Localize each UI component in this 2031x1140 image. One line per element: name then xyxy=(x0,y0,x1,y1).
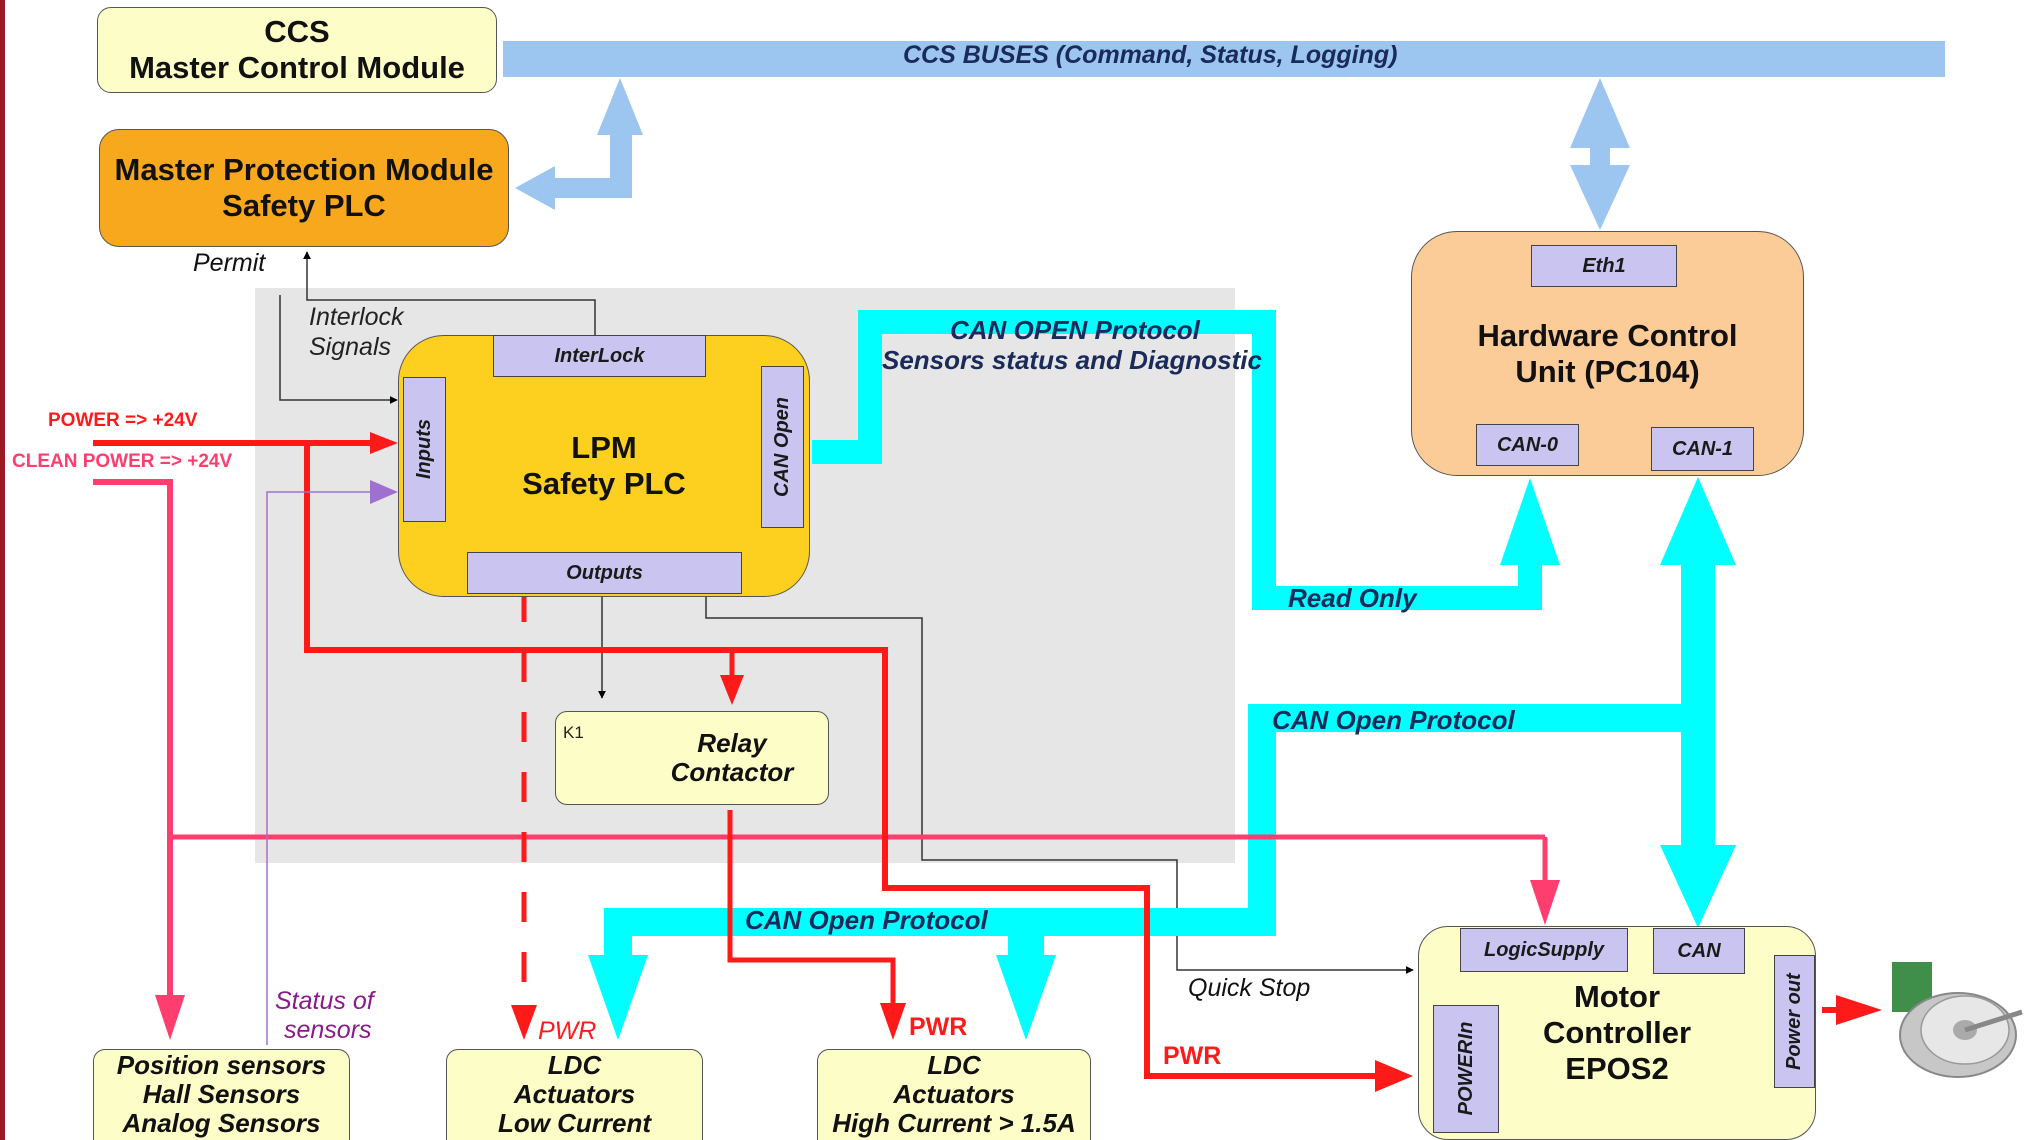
hcu-title: Hardware Control xyxy=(1477,317,1738,353)
pwr-high-label: PWR xyxy=(909,1013,968,1041)
can1-arrowhead-up xyxy=(1660,477,1736,565)
motor-icon xyxy=(1892,962,2023,1078)
ldc-low-current: LDC Actuators Low Current xyxy=(446,1049,703,1140)
clean-power-line xyxy=(93,479,173,998)
can0-arrowhead xyxy=(1500,478,1560,565)
can-diag-path xyxy=(812,310,1542,610)
relay-subtitle: Contactor xyxy=(670,757,794,787)
ldc-high-pwr-arrowhead xyxy=(880,1003,906,1040)
mpm-title: Master Protection Module xyxy=(114,152,494,187)
can-open-ldc-label: CAN Open Protocol xyxy=(745,905,988,935)
can-diag-label-2: Sensors status and Diagnostic xyxy=(882,345,1262,375)
relay-contactor: Relay Contactor xyxy=(555,711,829,805)
interlock-line xyxy=(303,251,596,335)
ccs-buses-label: CCS BUSES (Command, Status, Logging) xyxy=(903,41,1398,69)
ldc-low-pwr-arrowhead xyxy=(511,1005,537,1040)
sensors-box: Position sensors Hall Sensors Analog Sen… xyxy=(93,1049,350,1140)
motor-title: Motor xyxy=(1573,979,1661,1014)
edge-bar xyxy=(0,0,5,1140)
status-line xyxy=(266,491,378,1045)
clean-power-label: CLEAN POWER => +24V xyxy=(12,451,233,472)
hcu-port-can0: CAN-0 xyxy=(1476,424,1579,466)
hcu-port-eth1: Eth1 xyxy=(1531,245,1677,287)
sensors-line-3: Analog Sensors xyxy=(122,1108,321,1138)
ldc-low-line-2: Actuators xyxy=(513,1079,636,1109)
bus-to-mpm-arrow xyxy=(515,115,640,210)
relay-pwr-line xyxy=(727,810,896,1005)
lpm-subtitle: Safety PLC xyxy=(522,466,686,501)
bus-to-mpm-head-top xyxy=(597,78,643,135)
ldc-low-can-arrowhead xyxy=(588,955,648,1040)
lpm-port-can-open: CAN Open xyxy=(761,366,804,528)
ccs-master-control-module: CCS Master Control Module xyxy=(97,7,497,93)
lpm-port-inputs: Inputs xyxy=(403,377,446,522)
motor-port-power-out: Power out xyxy=(1774,955,1815,1088)
lpm-title: LPM xyxy=(571,430,637,465)
pwr-low-label: PWR xyxy=(538,1017,597,1045)
hcu-subtitle: Unit (PC104) xyxy=(1515,353,1700,389)
motor-port-power-in: POWER In xyxy=(1433,1005,1499,1133)
ldc-high-line-3: High Current > 1.5A xyxy=(832,1108,1076,1138)
ldc-high-line-1: LDC xyxy=(927,1050,981,1080)
motor-model: EPOS2 xyxy=(1565,1051,1669,1086)
can-diag-label-1: CAN OPEN Protocol xyxy=(950,315,1200,345)
can-open-motor-label: CAN Open Protocol xyxy=(1272,705,1515,735)
sensors-line-2: Hall Sensors xyxy=(142,1079,301,1109)
interlock-label-1: Interlock xyxy=(309,303,404,331)
ldc-low-line-1: LDC xyxy=(547,1050,602,1080)
relay-feed-arrowhead xyxy=(720,675,744,705)
permit-line xyxy=(279,295,398,404)
status-label-1: Status of xyxy=(275,987,374,1015)
relay-symbol-label: K1 xyxy=(563,723,584,742)
quick-stop-label: Quick Stop xyxy=(1188,974,1311,1002)
hcu-port-can1: CAN-1 xyxy=(1651,427,1754,471)
ccs-subtitle: Master Control Module xyxy=(129,50,465,85)
interlock-label-2: Signals xyxy=(309,333,391,361)
power-label: POWER => +24V xyxy=(48,410,198,431)
can-ldc-path xyxy=(604,704,1698,965)
lpm-port-interlock: InterLock xyxy=(493,335,706,377)
bus-to-hcu-arrow xyxy=(1570,78,1630,230)
status-label-2: sensors xyxy=(284,1016,372,1044)
pwr-motor-label: PWR xyxy=(1163,1042,1222,1070)
ccs-bus-band xyxy=(503,41,1945,77)
power-out-arrowhead xyxy=(1836,995,1882,1025)
ccs-title: CCS xyxy=(264,14,330,49)
sensors-line-1: Position sensors xyxy=(116,1050,327,1080)
power-input-arrowhead xyxy=(370,432,398,454)
lpm-port-outputs: Outputs xyxy=(467,552,742,594)
master-protection-module: Master Protection Module Safety PLC xyxy=(99,129,509,247)
motor-subtitle: Controller xyxy=(1542,1015,1692,1050)
motor-power-arrowhead xyxy=(1375,1060,1413,1092)
motor-port-logic-supply: LogicSupply xyxy=(1460,928,1628,972)
ldc-high-current: LDC Actuators High Current > 1.5A xyxy=(817,1049,1091,1140)
power-in-word-2: In xyxy=(1454,1022,1477,1041)
motor-port-can: CAN xyxy=(1653,928,1745,974)
ldc-high-can-arrowhead xyxy=(996,955,1056,1040)
power-in-word-1: POWER xyxy=(1454,1040,1477,1116)
quick-stop-line xyxy=(705,592,1414,974)
status-arrowhead xyxy=(370,480,398,504)
motor-can-arrowhead xyxy=(1660,845,1736,928)
relay-title: Relay xyxy=(697,728,767,758)
sensors-arrowhead xyxy=(155,995,185,1040)
power-main-line xyxy=(304,443,1390,1079)
logic-supply-arrowhead xyxy=(1530,880,1560,925)
read-only-label: Read Only xyxy=(1288,583,1417,613)
ldc-high-line-2: Actuators xyxy=(893,1079,1015,1109)
mpm-subtitle: Safety PLC xyxy=(222,188,386,223)
permit-label: Permit xyxy=(193,249,266,277)
ldc-low-line-3: Low Current xyxy=(497,1108,652,1138)
